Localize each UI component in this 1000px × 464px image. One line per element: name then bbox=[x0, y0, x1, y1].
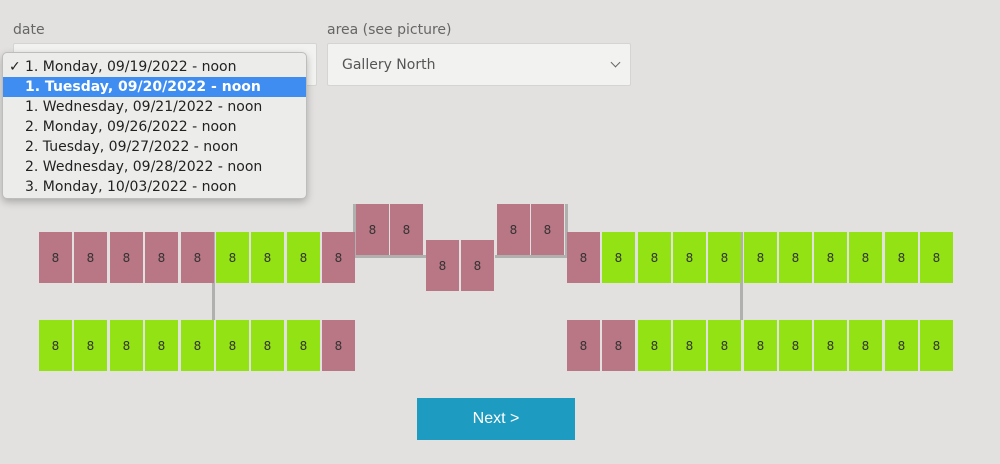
date-option-label: 1. Tuesday, 09/20/2022 - noon bbox=[25, 79, 261, 95]
date-option-label: 2. Wednesday, 09/28/2022 - noon bbox=[25, 159, 263, 175]
seat-available[interactable]: 8 bbox=[251, 232, 284, 283]
seat-taken[interactable]: 8 bbox=[602, 320, 635, 371]
seat-taken[interactable]: 8 bbox=[110, 232, 143, 283]
seat-available[interactable]: 8 bbox=[181, 320, 214, 371]
seat-taken[interactable]: 8 bbox=[181, 232, 214, 283]
seat-available[interactable]: 8 bbox=[39, 320, 72, 371]
seat-available[interactable]: 8 bbox=[849, 232, 882, 283]
seat-available[interactable]: 8 bbox=[216, 232, 249, 283]
seat-taken[interactable]: 8 bbox=[145, 232, 178, 283]
seat-available[interactable]: 8 bbox=[779, 232, 812, 283]
seat-available[interactable]: 8 bbox=[110, 320, 143, 371]
seat-available[interactable]: 8 bbox=[251, 320, 284, 371]
seat-taken[interactable]: 8 bbox=[461, 240, 494, 291]
next-button[interactable]: Next > bbox=[417, 398, 575, 440]
date-option[interactable]: 2. Tuesday, 09/27/2022 - noon bbox=[3, 137, 306, 157]
date-option-label: 2. Tuesday, 09/27/2022 - noon bbox=[25, 139, 239, 155]
area-label: area (see picture) bbox=[327, 22, 452, 38]
seat-taken[interactable]: 8 bbox=[426, 240, 459, 291]
seat-available[interactable]: 8 bbox=[744, 320, 777, 371]
date-option-label: 1. Wednesday, 09/21/2022 - noon bbox=[25, 99, 263, 115]
date-option[interactable]: ✓ 1. Monday, 09/19/2022 - noon bbox=[3, 57, 306, 77]
seat-taken[interactable]: 8 bbox=[390, 204, 423, 255]
seat-available[interactable]: 8 bbox=[673, 320, 706, 371]
seat-taken[interactable]: 8 bbox=[322, 320, 355, 371]
seat-taken[interactable]: 8 bbox=[74, 232, 107, 283]
seat-taken[interactable]: 8 bbox=[356, 204, 389, 255]
date-option-label: 2. Monday, 09/26/2022 - noon bbox=[25, 119, 237, 135]
seat-available[interactable]: 8 bbox=[814, 232, 847, 283]
seat-taken[interactable]: 8 bbox=[531, 204, 564, 255]
area-select[interactable]: Gallery North bbox=[327, 43, 631, 86]
seat-available[interactable]: 8 bbox=[885, 320, 918, 371]
seat-available[interactable]: 8 bbox=[602, 232, 635, 283]
checkmark-icon: ✓ bbox=[9, 59, 21, 75]
seat-available[interactable]: 8 bbox=[145, 320, 178, 371]
seat-taken[interactable]: 8 bbox=[497, 204, 530, 255]
seat-available[interactable]: 8 bbox=[708, 320, 741, 371]
seat-available[interactable]: 8 bbox=[814, 320, 847, 371]
stage-divider bbox=[495, 255, 566, 258]
seat-available[interactable]: 8 bbox=[287, 320, 320, 371]
seat-available[interactable]: 8 bbox=[216, 320, 249, 371]
date-option[interactable]: 3. Monday, 10/03/2022 - noon bbox=[3, 177, 306, 197]
date-option-label: 1. Monday, 09/19/2022 - noon bbox=[25, 59, 237, 75]
date-option-label: 3. Monday, 10/03/2022 - noon bbox=[25, 179, 237, 195]
date-option-highlighted[interactable]: 1. Tuesday, 09/20/2022 - noon bbox=[3, 77, 306, 97]
date-option[interactable]: 2. Monday, 09/26/2022 - noon bbox=[3, 117, 306, 137]
seat-taken[interactable]: 8 bbox=[322, 232, 355, 283]
seat-available[interactable]: 8 bbox=[287, 232, 320, 283]
seat-taken[interactable]: 8 bbox=[567, 232, 600, 283]
date-option[interactable]: 1. Wednesday, 09/21/2022 - noon bbox=[3, 97, 306, 117]
seat-available[interactable]: 8 bbox=[885, 232, 918, 283]
seat-available[interactable]: 8 bbox=[779, 320, 812, 371]
seat-taken[interactable]: 8 bbox=[39, 232, 72, 283]
seat-available[interactable]: 8 bbox=[638, 232, 671, 283]
seat-taken[interactable]: 8 bbox=[567, 320, 600, 371]
date-option[interactable]: 2. Wednesday, 09/28/2022 - noon bbox=[3, 157, 306, 177]
seat-available[interactable]: 8 bbox=[673, 232, 706, 283]
date-dropdown-list: ✓ 1. Monday, 09/19/2022 - noon 1. Tuesda… bbox=[2, 52, 307, 199]
area-select-value: Gallery North bbox=[342, 57, 436, 73]
seat-available[interactable]: 8 bbox=[920, 232, 953, 283]
seat-available[interactable]: 8 bbox=[849, 320, 882, 371]
seat-available[interactable]: 8 bbox=[744, 232, 777, 283]
seat-available[interactable]: 8 bbox=[638, 320, 671, 371]
chevron-down-icon bbox=[610, 57, 621, 68]
date-label: date bbox=[13, 22, 45, 38]
seat-available[interactable]: 8 bbox=[920, 320, 953, 371]
seat-available[interactable]: 8 bbox=[708, 232, 741, 283]
stage-divider bbox=[354, 255, 426, 258]
seat-available[interactable]: 8 bbox=[74, 320, 107, 371]
